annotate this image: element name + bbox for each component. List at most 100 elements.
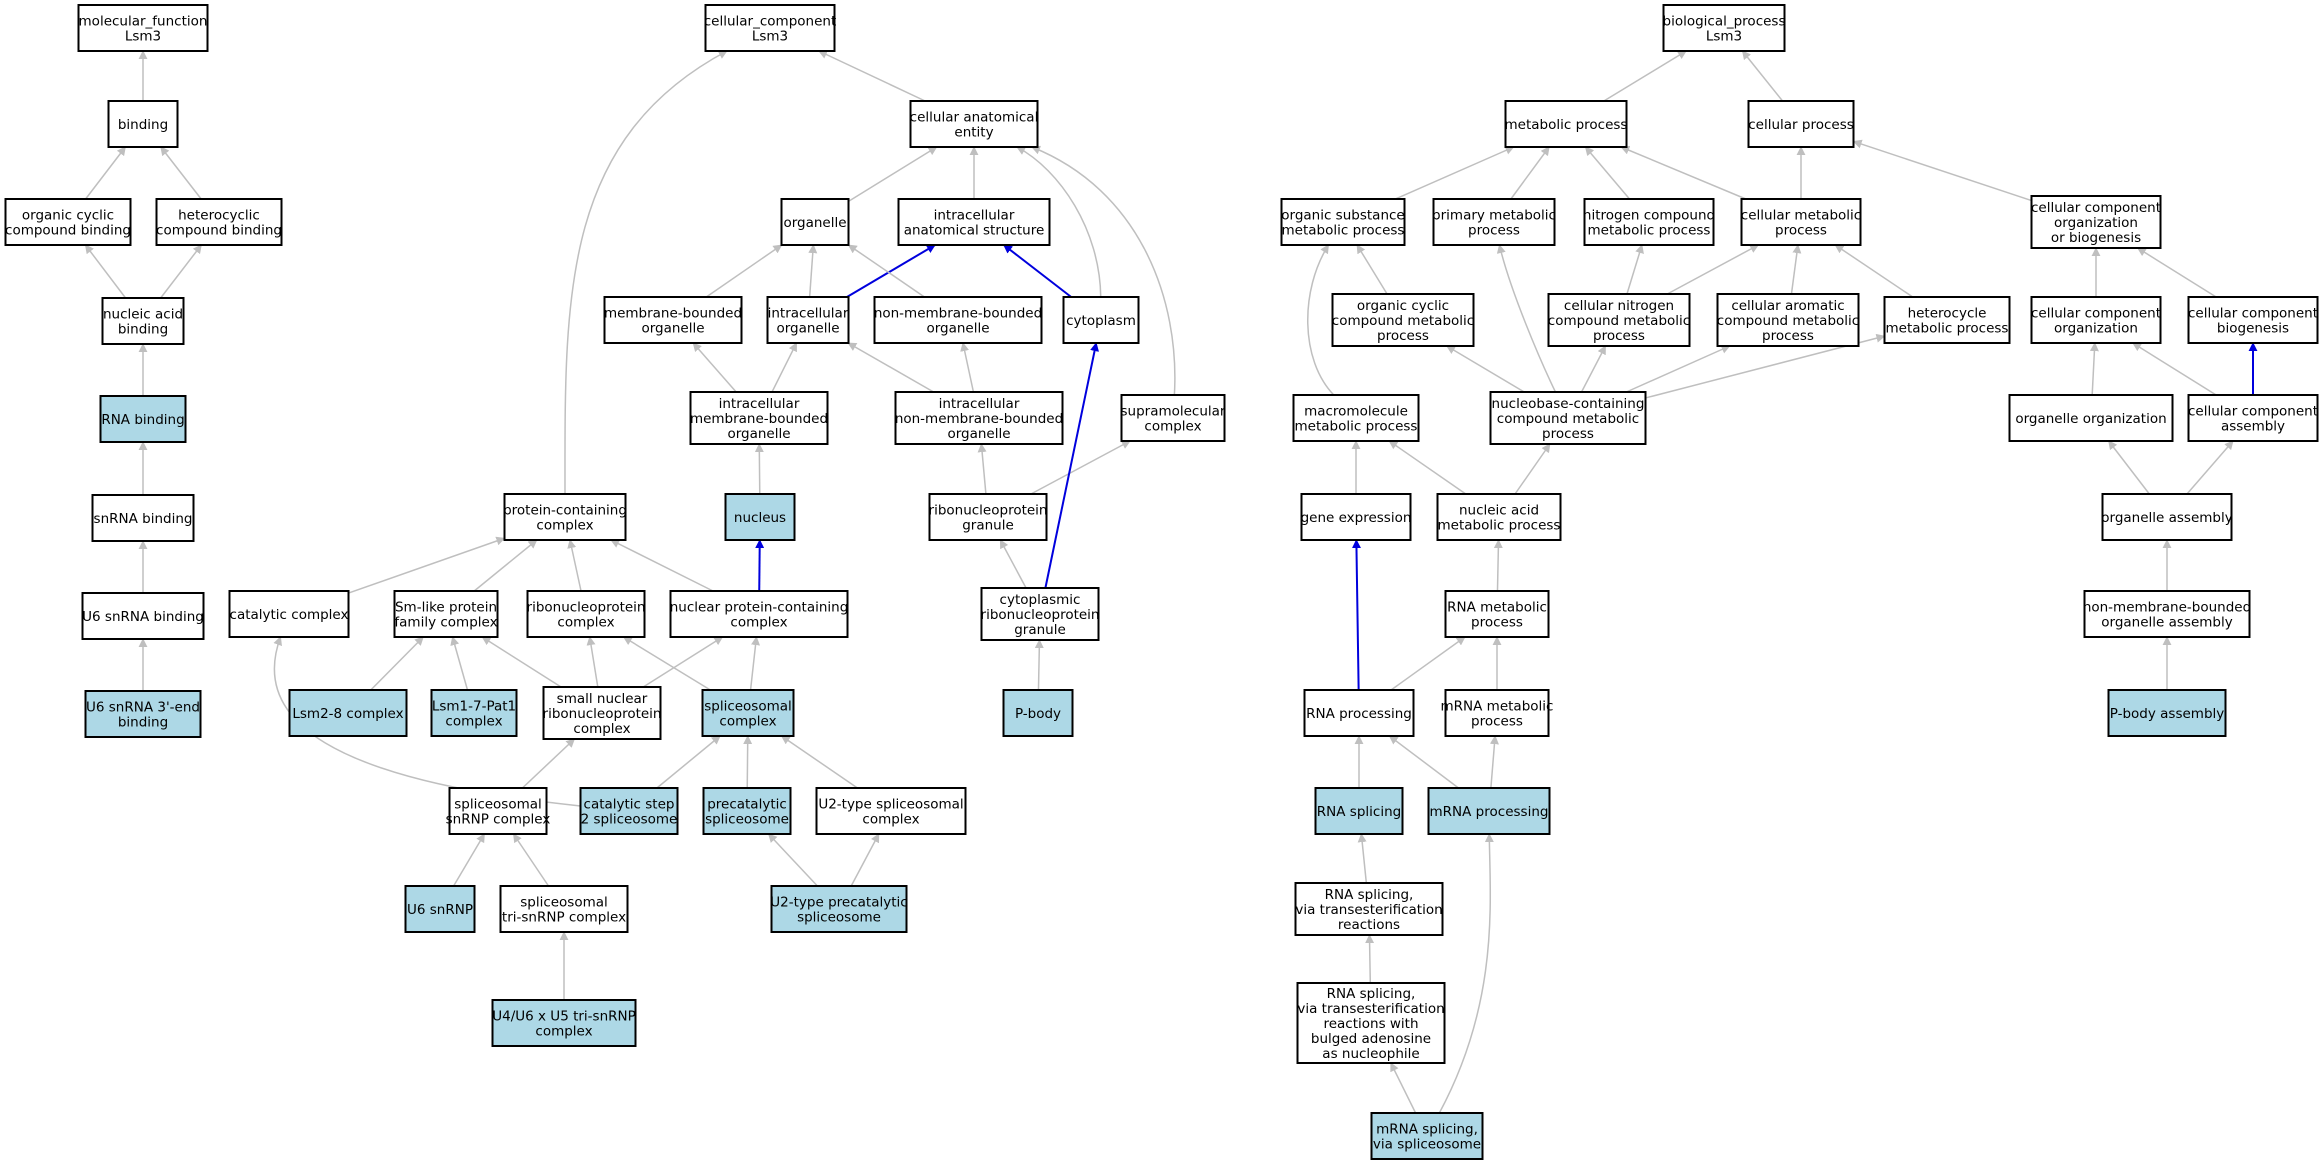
edge-catalytic_complex-to-protein_containing [348, 536, 506, 594]
go-term-node[interactable]: Lsm2-8 complex [288, 689, 408, 737]
go-term-node[interactable]: cellular process [1747, 100, 1855, 148]
go-term-node[interactable]: U6 snRNP [404, 885, 476, 933]
node-box [1296, 982, 1446, 1064]
go-term-node[interactable]: intracellularnon-membrane-boundedorganel… [894, 391, 1064, 445]
node-label-line: reactions with [1323, 1016, 1418, 1032]
go-term-node[interactable]: mRNA splicing,via spliceosome [1370, 1112, 1484, 1160]
go-term-node[interactable]: metabolic process [1504, 100, 1628, 148]
node-label-line: metabolic process [1886, 321, 2009, 337]
go-term-node[interactable]: organelle assembly [2101, 493, 2233, 541]
node-box [1294, 882, 1444, 936]
go-term-node[interactable]: RNA splicing,via transesterificationreac… [1296, 982, 1446, 1064]
go-term-node[interactable]: mRNA processing [1427, 787, 1551, 835]
edge-protein_containing-to-cc_root [564, 50, 728, 495]
node-label-line: granule [962, 518, 1014, 534]
node-label-line: U2-type spliceosomal [818, 797, 963, 813]
node-label-line: compound metabolic [1717, 313, 1859, 329]
node-label-line: binding [118, 715, 168, 731]
node-label-line: RNA splicing, [1327, 986, 1416, 1002]
go-term-node[interactable]: organelle [780, 198, 850, 246]
go-term-node[interactable]: P-body assembly [2107, 689, 2227, 737]
go-term-node[interactable]: cytoplasm [1062, 296, 1140, 344]
edge-nucleic_acid_met-to-nucleobase_met [1514, 443, 1551, 495]
edge-organelle-to-cell_anat_entity [848, 146, 938, 202]
node-label-line: nuclear protein-containing [670, 600, 849, 616]
go-term-node[interactable]: binding [107, 100, 179, 148]
node-label-line: as nucleophile [1322, 1046, 1419, 1062]
edge-rna_splicing_bulged-to-rna_splicing_trans [1365, 934, 1375, 984]
edge-u2_precat-to-u2_type [850, 833, 880, 887]
edge-lsm2_8-to-sm_like [370, 636, 424, 691]
go-term-node[interactable]: gene expression [1300, 493, 1412, 541]
node-box [81, 592, 205, 640]
go-term-node[interactable]: P-body [1002, 689, 1074, 737]
node-label-line: process [1471, 714, 1523, 730]
node-box [1292, 394, 1420, 442]
go-term-node[interactable]: RNA processing [1303, 689, 1415, 737]
go-term-node[interactable]: RNA splicing,via transesterificationreac… [1294, 882, 1444, 936]
go-term-node[interactable]: RNA splicing [1314, 787, 1404, 835]
node-label-line: spliceosome [797, 910, 881, 926]
go-term-node[interactable]: nucleus [724, 493, 796, 541]
node-label-line: process [1377, 328, 1429, 344]
go-term-node[interactable]: RNA binding [99, 395, 187, 443]
go-term-node[interactable]: U6 snRNA binding [81, 592, 205, 640]
node-label-line: P-body [1015, 706, 1061, 722]
node-label-line: snRNP complex [446, 812, 551, 828]
node-label-line: gene expression [1301, 510, 1412, 526]
go-term-node[interactable]: organelle organization [2008, 394, 2174, 442]
go-term-node[interactable]: snRNA binding [91, 494, 195, 542]
node-label-line: RNA splicing [1317, 804, 1401, 820]
node-label-line: anatomical structure [904, 223, 1045, 239]
go-term-node[interactable]: catalytic complex [228, 590, 350, 638]
